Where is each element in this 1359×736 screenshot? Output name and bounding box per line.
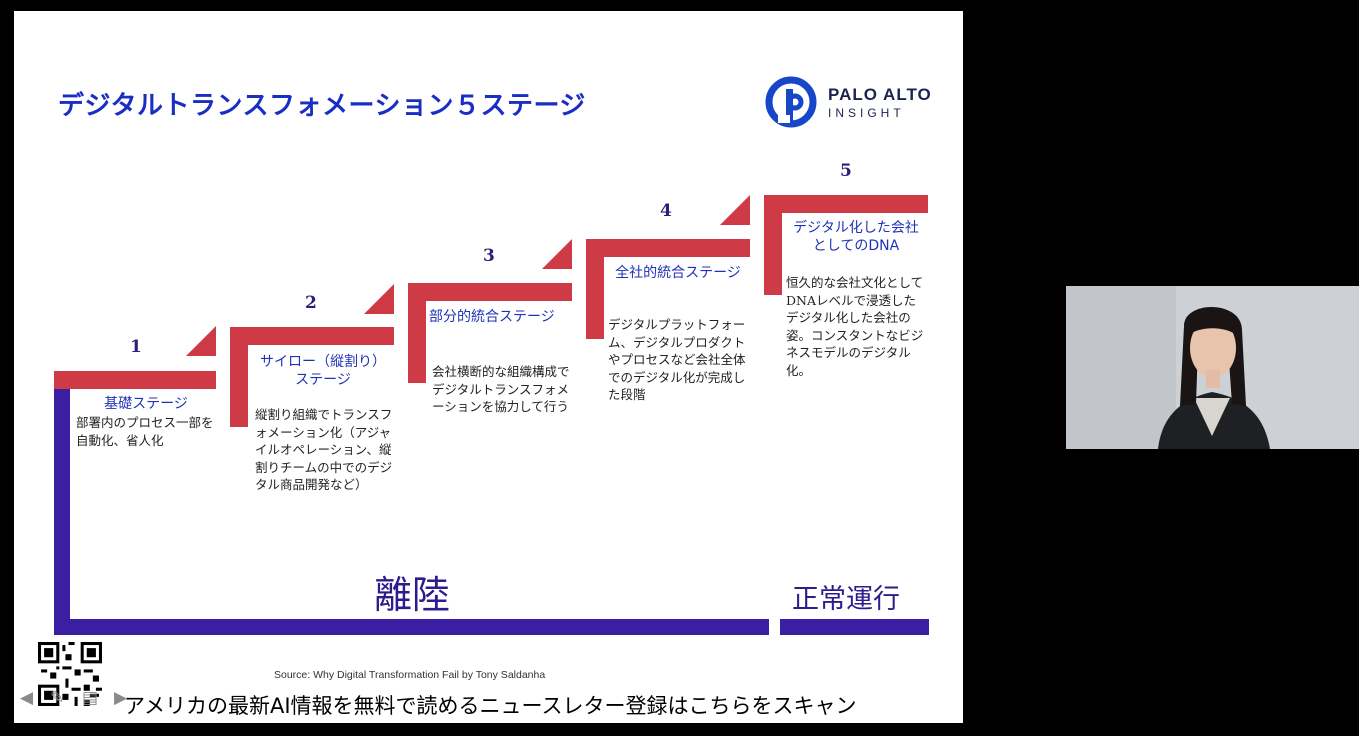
presentation-slide: デジタルトランスフォメーション５ステージ PALO ALTO INSIGHT 1… — [14, 11, 963, 723]
stage4-step — [586, 239, 750, 257]
logo-line1: PALO ALTO — [828, 85, 932, 104]
stage4-title: 全社的統合ステージ — [615, 265, 741, 281]
stage2-title: サイロー（縦割り）ステージ — [260, 354, 386, 388]
takeoff-bottom-bar — [54, 619, 769, 635]
normal-operation-label: 正常運行 — [792, 584, 900, 615]
stage2-number: 2 — [305, 293, 317, 313]
stage2-triangle — [364, 284, 394, 314]
stage3-triangle — [542, 239, 572, 269]
qr-code-icon[interactable] — [38, 642, 102, 706]
stage5-riser — [764, 195, 782, 295]
stage2-step — [230, 327, 394, 345]
stage3-title: 部分的統合ステージ — [429, 309, 555, 325]
stage3-desc: 会社横断的な組織構成でデジタルトランスフォメーションを協力して行う — [432, 364, 570, 414]
stage4-riser — [586, 239, 604, 339]
stage1-title: 基礎ステージ — [104, 396, 188, 412]
stage1-number: 1 — [130, 337, 142, 357]
stage4-triangle — [720, 195, 750, 225]
stage3-step — [408, 283, 572, 301]
stage5-number: 5 — [840, 161, 852, 181]
presenter-video — [1066, 286, 1359, 449]
prev-arrow-icon[interactable]: ◀ — [20, 688, 34, 708]
stage4-number: 4 — [660, 201, 672, 221]
palo-alto-logo-icon — [765, 76, 817, 128]
logo-line2: INSIGHT — [828, 106, 905, 120]
webcam-video-tile — [1066, 286, 1359, 449]
stage1-desc: 部署内のプロセス一部を自動化、省人化 — [76, 415, 214, 448]
stage5-title: デジタル化した会社としてのDNA — [793, 220, 919, 254]
newsletter-banner[interactable]: アメリカの最新AI情報を無料で読めるニュースレター登録はこちらをスキャン — [124, 694, 857, 718]
stage5-desc: 恒久的な会社文化としてDNAレベルで浸透したデジタル化した会社の姿。コンスタント… — [786, 275, 924, 378]
next-arrow-icon[interactable]: ▶ — [114, 688, 128, 708]
stage3-number: 3 — [483, 246, 495, 266]
stage5-step — [764, 195, 928, 213]
stage3-riser — [408, 283, 426, 383]
stage1-triangle — [186, 326, 216, 356]
source-citation: Source: Why Digital Transformation Fail … — [274, 669, 546, 681]
stage1-step — [54, 371, 216, 389]
pen-icon[interactable]: ✎ — [50, 688, 65, 708]
takeoff-label: 離陸 — [374, 573, 451, 617]
normal-bottom-bar — [780, 619, 929, 635]
company-logo: PALO ALTO INSIGHT — [764, 75, 934, 131]
slide-title: デジタルトランスフォメーション５ステージ — [58, 91, 586, 121]
stage2-riser — [230, 327, 248, 427]
stage2-desc: 縦割り組織でトランスフォメーション化（アジャイルオペレーション、縦割りチームの中… — [255, 407, 393, 492]
takeoff-vertical-bar — [54, 373, 70, 635]
stage4-desc: デジタルプラットフォーム、デジタルプロダクトやプロセスなど会社全体でのデジタル化… — [608, 317, 746, 402]
menu-icon[interactable]: ▤ — [82, 688, 99, 708]
